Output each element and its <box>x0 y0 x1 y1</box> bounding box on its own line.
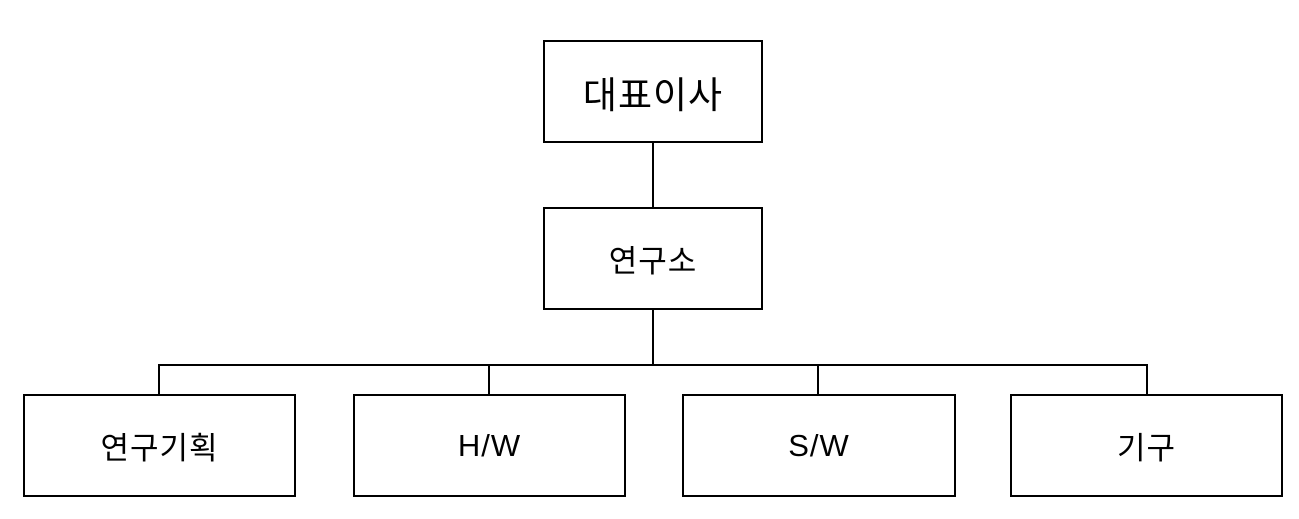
org-node-software-label: S/W <box>788 427 850 463</box>
org-node-software: S/W <box>682 394 956 497</box>
connector-drop-sw <box>817 364 819 396</box>
connector-horizontal-bus <box>158 364 1148 366</box>
connector-drop-planning <box>158 364 160 396</box>
connector-drop-mechanism <box>1146 364 1148 396</box>
connector-lab-to-bus <box>652 309 654 366</box>
org-node-research-planning: 연구기획 <box>23 394 296 497</box>
org-node-ceo: 대표이사 <box>543 40 763 143</box>
org-node-research-institute: 연구소 <box>543 207 763 310</box>
org-node-hardware-label: H/W <box>457 427 522 463</box>
connector-drop-hw <box>488 364 490 396</box>
org-node-research-institute-label: 연구소 <box>608 244 698 279</box>
org-node-mechanism-label: 기구 <box>1116 431 1177 466</box>
connector-ceo-to-lab <box>652 141 654 209</box>
org-node-ceo-label: 대표이사 <box>582 74 724 116</box>
org-node-hardware: H/W <box>353 394 626 497</box>
org-node-mechanism: 기구 <box>1010 394 1283 497</box>
org-node-research-planning-label: 연구기획 <box>100 431 219 466</box>
